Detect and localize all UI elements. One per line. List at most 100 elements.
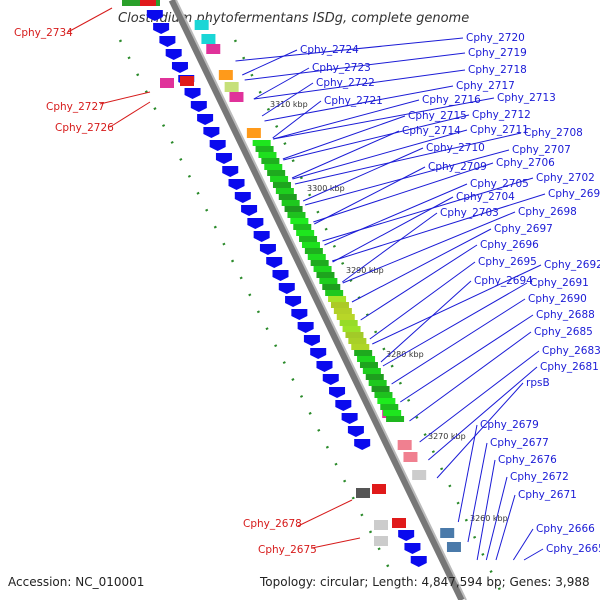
gc-segment bbox=[336, 314, 355, 320]
gene-label-right[interactable]: rpsB bbox=[526, 377, 550, 389]
gc-segment bbox=[322, 284, 341, 290]
gc-segment bbox=[330, 302, 349, 308]
gene-label-left[interactable]: Cphy_2726 bbox=[55, 122, 114, 134]
gene-label-right[interactable]: Cphy_2716 bbox=[422, 94, 481, 106]
gene-label-right[interactable]: Cphy_2677 bbox=[490, 437, 549, 449]
gc-segment bbox=[304, 248, 323, 254]
gc-segment bbox=[325, 290, 344, 296]
gc-segment bbox=[333, 308, 352, 314]
gene-block-left bbox=[160, 78, 174, 88]
gene-label-right[interactable]: Cphy_2705 bbox=[470, 178, 529, 190]
gene-label-right[interactable]: Cphy_2688 bbox=[536, 309, 595, 321]
leader-line bbox=[342, 212, 438, 283]
gene-label-right[interactable]: Cphy_2721 bbox=[324, 95, 383, 107]
gene-arrow bbox=[335, 400, 352, 411]
gene-label-right[interactable]: Cphy_2683 bbox=[542, 345, 600, 357]
gene-label-right[interactable]: Cphy_2699 bbox=[548, 188, 600, 200]
gene-block bbox=[229, 92, 244, 102]
gene-arrow bbox=[316, 361, 333, 372]
gene-label-right[interactable]: Cphy_2695 bbox=[478, 256, 537, 268]
gene-label-right[interactable]: Cphy_2702 bbox=[536, 172, 595, 184]
gene-label-right[interactable]: Cphy_2679 bbox=[480, 419, 539, 431]
gene-label-right[interactable]: Cphy_2672 bbox=[510, 471, 569, 483]
gene-label-right[interactable]: Cphy_2694 bbox=[474, 275, 533, 287]
leader-line bbox=[332, 196, 454, 263]
gene-label-right[interactable]: Cphy_2665 bbox=[546, 543, 600, 555]
gene-label-right[interactable]: Cphy_2717 bbox=[456, 80, 515, 92]
gene-label-right[interactable]: Cphy_2671 bbox=[518, 489, 577, 501]
gene-label-right[interactable]: Cphy_2722 bbox=[316, 77, 375, 89]
gene-arrow bbox=[241, 205, 258, 216]
gene-arrow bbox=[285, 296, 302, 307]
gene-label-right[interactable]: Cphy_2711 bbox=[470, 124, 529, 136]
gene-label-left[interactable]: Cphy_2678 bbox=[243, 518, 302, 530]
gene-label-right[interactable]: Cphy_2698 bbox=[518, 206, 577, 218]
gene-arrow bbox=[259, 244, 276, 255]
leader-line bbox=[436, 382, 524, 479]
leader-line bbox=[382, 282, 528, 367]
leader-line bbox=[291, 130, 400, 179]
gc-segment bbox=[359, 362, 378, 368]
gene-label-left[interactable]: Cphy_2734 bbox=[14, 27, 73, 39]
gene-label-right[interactable]: Cphy_2718 bbox=[468, 64, 527, 76]
gene-label-right[interactable]: Cphy_2696 bbox=[480, 239, 539, 251]
gc-segment bbox=[383, 410, 402, 416]
gc-segment bbox=[290, 218, 309, 224]
gc-segment bbox=[255, 146, 274, 152]
gene-label-left[interactable]: Cphy_2727 bbox=[46, 101, 105, 113]
leader-line bbox=[419, 350, 540, 443]
gene-arrow bbox=[159, 36, 176, 47]
genome-backbone bbox=[168, 0, 466, 600]
leader-line bbox=[242, 49, 298, 76]
gene-block bbox=[140, 0, 156, 6]
gene-label-right[interactable]: Cphy_2690 bbox=[528, 293, 587, 305]
leader-line bbox=[457, 424, 478, 523]
gene-label-right[interactable]: Cphy_2723 bbox=[312, 62, 371, 74]
leader-line bbox=[302, 147, 424, 202]
leader-line bbox=[360, 244, 478, 321]
gc-segment bbox=[342, 326, 361, 332]
leader-line bbox=[380, 280, 472, 363]
gene-label-right[interactable]: Cphy_2715 bbox=[408, 110, 467, 122]
gene-label-right[interactable]: Cphy_2719 bbox=[468, 47, 527, 59]
gene-label-right[interactable]: Cphy_2712 bbox=[472, 109, 531, 121]
gc-segment bbox=[362, 368, 381, 374]
gene-label-right[interactable]: Cphy_2691 bbox=[530, 277, 589, 289]
gene-arrow bbox=[347, 426, 364, 437]
gene-label-right[interactable]: Cphy_2666 bbox=[536, 523, 595, 535]
gene-label-left[interactable]: Cphy_2675 bbox=[258, 544, 317, 556]
gene-label-right[interactable]: Cphy_2704 bbox=[456, 191, 515, 203]
gene-label-right[interactable]: Cphy_2697 bbox=[494, 223, 553, 235]
gene-label-right[interactable]: Cphy_2708 bbox=[524, 127, 583, 139]
accession-text: Accession: NC_010001 bbox=[8, 575, 144, 589]
gene-label-right[interactable]: Cphy_2710 bbox=[426, 142, 485, 154]
gene-label-right[interactable]: Cphy_2720 bbox=[466, 32, 525, 44]
gene-label-right[interactable]: Cphy_2681 bbox=[540, 361, 599, 373]
gc-segment bbox=[296, 230, 315, 236]
leader-line bbox=[273, 99, 420, 140]
gene-arrow bbox=[203, 127, 220, 138]
gc-segment bbox=[348, 338, 367, 344]
gc-segment bbox=[354, 350, 373, 356]
gene-block bbox=[201, 34, 216, 44]
gene-label-right[interactable]: Cphy_2713 bbox=[497, 92, 556, 104]
gene-label-right[interactable]: Cphy_2714 bbox=[402, 125, 461, 137]
gc-segment bbox=[301, 242, 320, 248]
gc-segment bbox=[357, 356, 376, 362]
gene-label-right[interactable]: Cphy_2706 bbox=[496, 157, 555, 169]
gene-label-right[interactable]: Cphy_2685 bbox=[534, 326, 593, 338]
gene-block bbox=[403, 452, 418, 462]
gene-arrow bbox=[278, 283, 295, 294]
gene-label-right[interactable]: Cphy_2707 bbox=[512, 144, 571, 156]
gene-arrow bbox=[410, 556, 427, 567]
gene-label-right[interactable]: Cphy_2703 bbox=[440, 207, 499, 219]
leader-line bbox=[272, 100, 322, 139]
gene-label-right[interactable]: Cphy_2676 bbox=[498, 454, 557, 466]
leader-line bbox=[235, 37, 464, 62]
gene-block bbox=[446, 542, 461, 552]
gc-segment bbox=[270, 176, 289, 182]
gene-label-right[interactable]: Cphy_2724 bbox=[300, 44, 359, 56]
gene-label-right[interactable]: Cphy_2709 bbox=[428, 161, 487, 173]
gc-segment bbox=[281, 200, 300, 206]
gene-label-right[interactable]: Cphy_2692 bbox=[544, 259, 600, 271]
